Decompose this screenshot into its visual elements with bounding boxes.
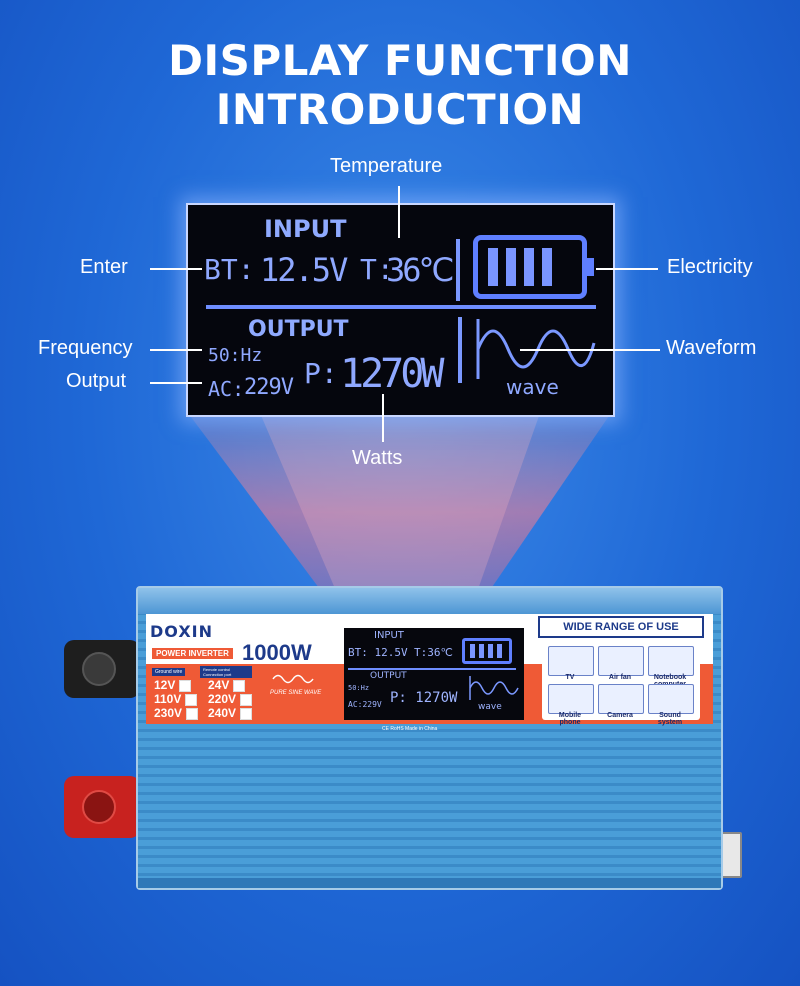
lcd-output-label: OUTPUT [248,317,349,342]
ground-wire-label: Ground wire [152,668,186,676]
power-rating: 1000W [242,640,312,665]
phone-icon [548,684,594,714]
callout-line-frequency [150,349,202,351]
lcd-bt-value: 12.5V [260,251,348,289]
positive-terminal [64,776,140,838]
voltage-right-2: 240V [208,706,253,720]
fan-icon [598,646,644,676]
callout-line-temperature [398,186,400,238]
laptop-icon [648,646,694,676]
lcd-display: INPUT BT: 12.5V T: 36℃ OUTPUT 50:Hz AC: … [186,203,615,417]
power-inverter-label: POWER INVERTER [152,648,233,659]
mini-sine-wave-icon [469,676,519,700]
uses-panel: TV Air fan Notebook computer Mobile phon… [542,642,700,726]
device-lcd: INPUT BT: 12.5V T:36℃ OUTPUT 50:Hz AC:22… [344,628,524,720]
callout-line-waveform [520,349,660,351]
callout-line-output [150,382,202,384]
callout-electricity: Electricity [667,256,753,278]
lcd-ac-value: 229V [244,375,294,400]
lcd-input-label: INPUT [264,215,347,243]
brand-logo: DOXIN [150,622,213,641]
lcd-divider-v2 [458,317,462,383]
wide-range-title: WIDE RANGE OF USE [538,616,704,638]
callout-frequency: Frequency [38,337,133,359]
lcd-wave-label: wave [506,375,559,399]
lcd-power-value: 1270W [340,351,444,397]
voltage-left-0: 12V [154,678,192,692]
page-title: DISPLAY FUNCTION INTRODUCTION [168,36,632,134]
callout-line-electricity [596,268,658,270]
callout-line-enter [150,268,202,270]
voltage-left-2: 230V [154,706,199,720]
callout-line-watts [382,394,384,442]
voltage-right-1: 220V [208,692,253,706]
mini-battery-icon [462,638,512,664]
remote-label: Remote control Connection port [200,666,252,678]
lcd-divider-h [206,305,596,309]
negative-terminal [64,640,140,698]
callout-enter: Enter [80,256,128,278]
callout-watts: Watts [352,447,403,469]
callout-temperature: Temperature [330,155,443,177]
battery-icon [473,235,594,299]
callout-waveform: Waveform [666,337,757,359]
voltage-right-0: 24V [208,678,246,692]
lcd-frequency: 50:Hz [208,345,263,366]
front-panel: DOXIN POWER INVERTER 1000W Ground wire R… [146,614,713,732]
callout-output: Output [66,370,127,392]
lcd-bt-label: BT: [204,253,255,286]
lcd-temp-label: T: [360,253,394,286]
lcd-temp-value: 36℃ [386,251,454,289]
cert-marks: CE RoHS Made in China [382,726,438,732]
pure-sine-wave-icon [272,674,314,684]
lcd-divider-v1 [456,239,460,301]
speaker-icon [648,684,694,714]
voltage-left-1: 110V [154,692,198,706]
camera-icon [598,684,644,714]
lcd-power-label: P: [304,357,338,390]
tv-icon [548,646,594,676]
lcd-ac-label: AC: [208,377,245,401]
inverter-device: DOXIN POWER INVERTER 1000W Ground wire R… [136,586,723,890]
pure-sine-label: PURE SINE WAVE [270,690,322,696]
